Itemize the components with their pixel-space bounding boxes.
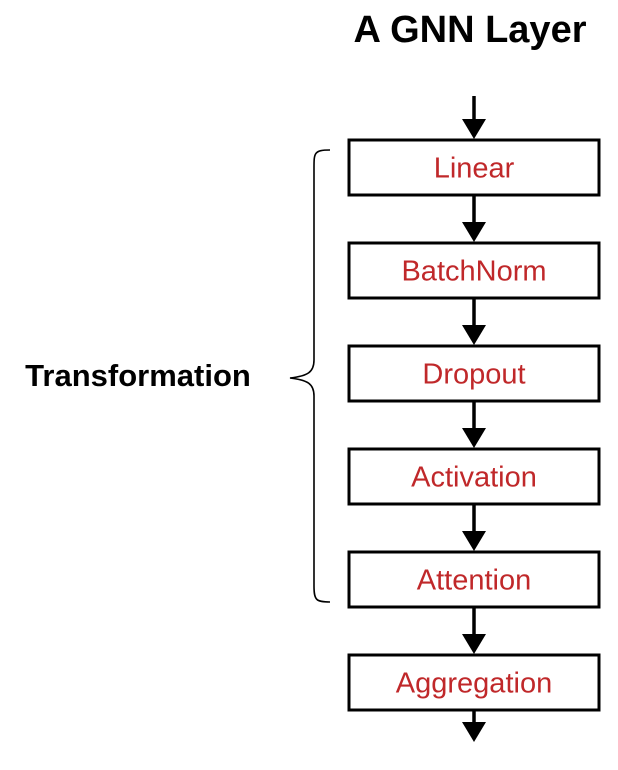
arrow-down-icon — [462, 96, 486, 139]
block-label: Activation — [411, 462, 537, 494]
transformation-brace-icon — [289, 149, 331, 603]
block-label: Attention — [417, 565, 531, 597]
block-batchnorm: BatchNorm — [347, 241, 601, 300]
block-label: Dropout — [422, 359, 525, 391]
block-label: Linear — [434, 153, 515, 185]
arrow-down-icon — [462, 402, 486, 448]
arrow-down-icon — [462, 299, 486, 345]
block-box — [347, 344, 601, 403]
block-activation: Activation — [347, 447, 601, 506]
block-box — [347, 653, 601, 712]
block-label: Aggregation — [396, 668, 552, 700]
block-label: BatchNorm — [401, 256, 546, 288]
arrow-down-icon — [462, 711, 486, 742]
diagram-title: A GNN Layer — [354, 9, 587, 51]
block-box — [347, 241, 601, 300]
block-box — [347, 138, 601, 197]
block-box — [347, 550, 601, 609]
block-aggregation: Aggregation — [347, 653, 601, 712]
arrow-down-icon — [462, 505, 486, 551]
block-attention: Attention — [347, 550, 601, 609]
block-dropout: Dropout — [347, 344, 601, 403]
block-linear: Linear — [347, 138, 601, 197]
arrow-down-icon — [462, 608, 486, 654]
arrows-layer — [462, 96, 486, 742]
transformation-label: Transformation — [25, 358, 251, 393]
arrow-down-icon — [462, 196, 486, 242]
block-box — [347, 447, 601, 506]
blocks-layer: LinearBatchNormDropoutActivationAttentio… — [347, 138, 601, 712]
